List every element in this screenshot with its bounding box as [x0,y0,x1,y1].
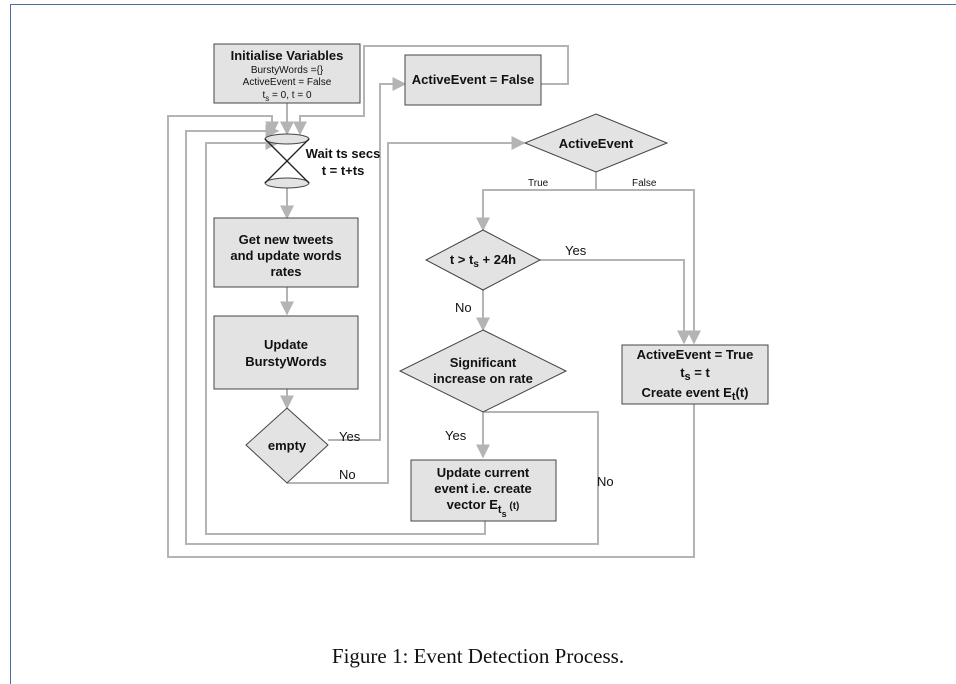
figure-caption: Figure 1: Event Detection Process. [331,644,625,668]
gettweets-line3: rates [270,264,301,279]
init-line1: BurstyWords ={} [251,65,324,76]
connectors [167,45,701,558]
edge-activeevent-true [476,172,597,232]
edge-activeevent-false [596,189,701,345]
label-tcheck-yes: Yes [565,243,587,258]
label-activeevent-true: True [528,178,549,189]
node-time-check-decision: t > ts + 24h [424,229,542,291]
frame-top-border [10,4,956,5]
wait-line1: Wait ts secs [306,146,381,161]
updatecurrent-line2: event i.e. create [434,481,532,496]
label-empty-no: No [339,467,356,482]
node-significant-decision: Significant increase on rate [398,329,568,413]
init-title: Initialise Variables [231,48,344,63]
node-get-new-tweets: Get new tweets and update words rates [213,217,359,288]
empty-label: empty [268,438,307,453]
updatecurrent-line3: vector Ets (t) [447,497,520,519]
gettweets-line2: and update words [230,248,341,263]
edge-empty-yes-to-activefalse [328,77,407,441]
wait-line2: t = t+ts [322,163,365,178]
edge-activefalse-to-wait [293,45,569,136]
label-sig-no: No [597,474,614,489]
label-sig-yes: Yes [445,428,467,443]
activetrue-line2: ts = t [680,365,710,383]
updatebursty-line1: Update [264,337,308,352]
tcheck-label: t > ts + 24h [450,252,516,270]
edge-updatecurrent-to-wait [205,136,486,535]
edge-activetrue-to-wait [167,115,695,558]
activeevent-label: ActiveEvent [559,136,634,151]
hourglass-top-icon [264,133,310,145]
node-wait-hourglass: Wait ts secs t = t+ts [264,133,381,189]
frame-left-border [10,4,11,684]
activetrue-line1: ActiveEvent = True [637,347,754,362]
init-line2: ActiveEvent = False [243,77,332,88]
node-initialise-variables: Initialise Variables BurstyWords ={} Act… [213,43,361,104]
sig-line2: increase on rate [433,371,533,386]
label-tcheck-no: No [455,300,472,315]
edge-labels: Yes No True False Yes No Yes No [339,178,657,489]
activetrue-line3: Create event Et(t) [642,385,749,403]
node-activeevent-false: ActiveEvent = False [404,54,542,106]
label-empty-yes: Yes [339,429,361,444]
activefalse-label: ActiveEvent = False [412,72,534,87]
hourglass-bottom-icon [264,177,310,189]
edge-empty-no-to-activeevent [287,136,526,484]
label-activeevent-false: False [632,178,657,189]
updatebursty-line2: BurstyWords [245,354,326,369]
updatecurrent-line1: Update current [437,465,530,480]
edge-tcheck-yes [540,259,691,345]
node-activeevent-decision: ActiveEvent [523,113,669,173]
init-line3: ts = 0, t = 0 [262,90,311,103]
node-empty-decision: empty [245,407,329,484]
node-update-burstywords: Update BurstyWords [213,315,359,390]
sig-line1: Significant [450,355,517,370]
gettweets-line1: Get new tweets [239,232,334,247]
edge-sig-no-to-wait [185,124,599,545]
node-update-current-event: Update current event i.e. create vector … [410,459,557,522]
node-activeevent-true: ActiveEvent = True ts = t Create event E… [621,344,769,405]
